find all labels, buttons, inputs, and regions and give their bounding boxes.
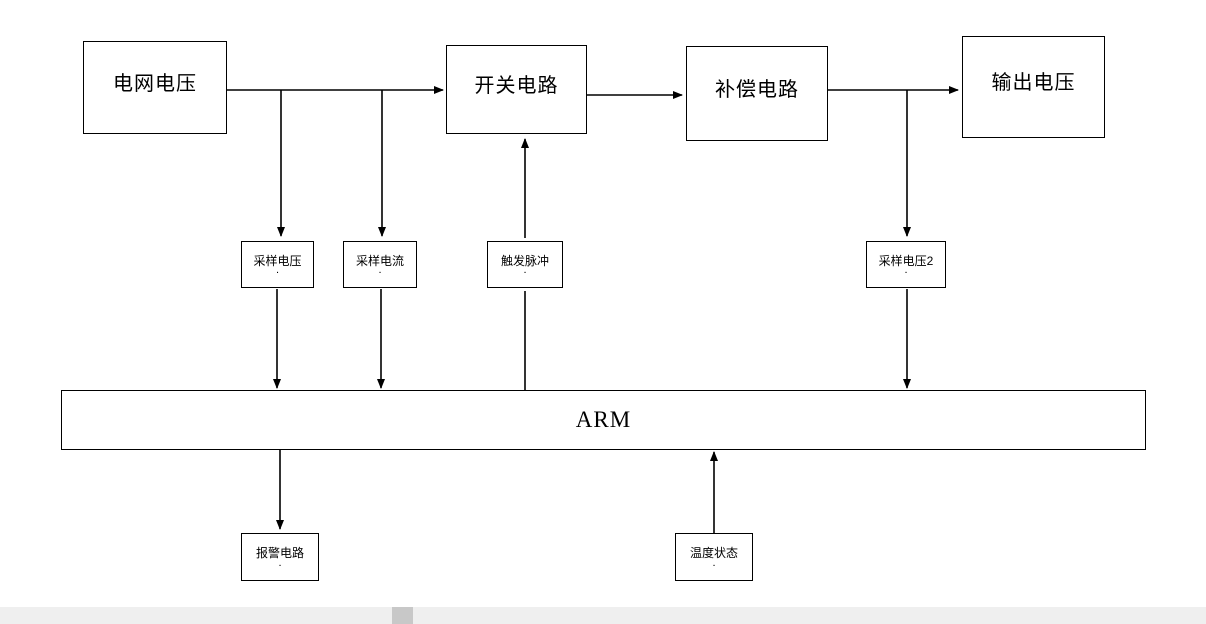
node-sample-current[interactable]: 采样电流 . (343, 241, 417, 288)
node-grid-voltage-label: 电网电压 (113, 72, 197, 95)
node-sample-voltage-label: 采样电压 (253, 253, 302, 268)
diagram-canvas: 电网电压 开关电路 补偿电路 输出电压 采样电压 . 采样电流 . 触发脉冲 .… (61, 36, 1146, 581)
node-arm-controller-label: ARM (575, 406, 632, 432)
node-compensation-circuit[interactable]: 补偿电路 (686, 46, 828, 141)
node-temperature-status[interactable]: 温度状态 . (675, 533, 753, 581)
node-grid-voltage[interactable]: 电网电压 (83, 41, 227, 134)
node-compensation-circuit-label: 补偿电路 (715, 78, 799, 101)
node-sample-current-dot: . (378, 264, 382, 277)
node-trigger-pulse[interactable]: 触发脉冲 . (487, 241, 563, 288)
node-alarm-circuit-label: 报警电路 (255, 546, 304, 561)
node-sample-voltage-dot: . (275, 264, 280, 277)
node-temperature-status-dot: . (712, 556, 716, 569)
node-sample-voltage-2[interactable]: 采样电压2 . (866, 241, 946, 288)
node-output-voltage[interactable]: 输出电压 (962, 36, 1105, 138)
diagram-connectors (227, 86, 959, 533)
node-sample-voltage-2-label: 采样电压2 (878, 253, 934, 268)
node-sample-current-label: 采样电流 (355, 253, 404, 268)
node-alarm-circuit-dot: . (278, 556, 282, 569)
horizontal-scrollbar-thumb[interactable] (392, 607, 413, 624)
node-trigger-pulse-label: 触发脉冲 (500, 253, 549, 268)
node-alarm-circuit[interactable]: 报警电路 . (241, 533, 319, 581)
node-sample-voltage-2-dot: . (904, 264, 908, 277)
node-temperature-status-label: 温度状态 (689, 546, 738, 561)
node-trigger-pulse-dot: . (523, 264, 527, 277)
horizontal-scrollbar-track[interactable] (0, 607, 1206, 624)
node-output-voltage-label: 输出电压 (991, 72, 1076, 94)
node-switch-circuit[interactable]: 开关电路 (446, 45, 587, 134)
node-switch-circuit-label: 开关电路 (474, 74, 559, 97)
node-arm-controller[interactable]: ARM (61, 390, 1146, 450)
node-sample-voltage[interactable]: 采样电压 . (241, 241, 314, 288)
